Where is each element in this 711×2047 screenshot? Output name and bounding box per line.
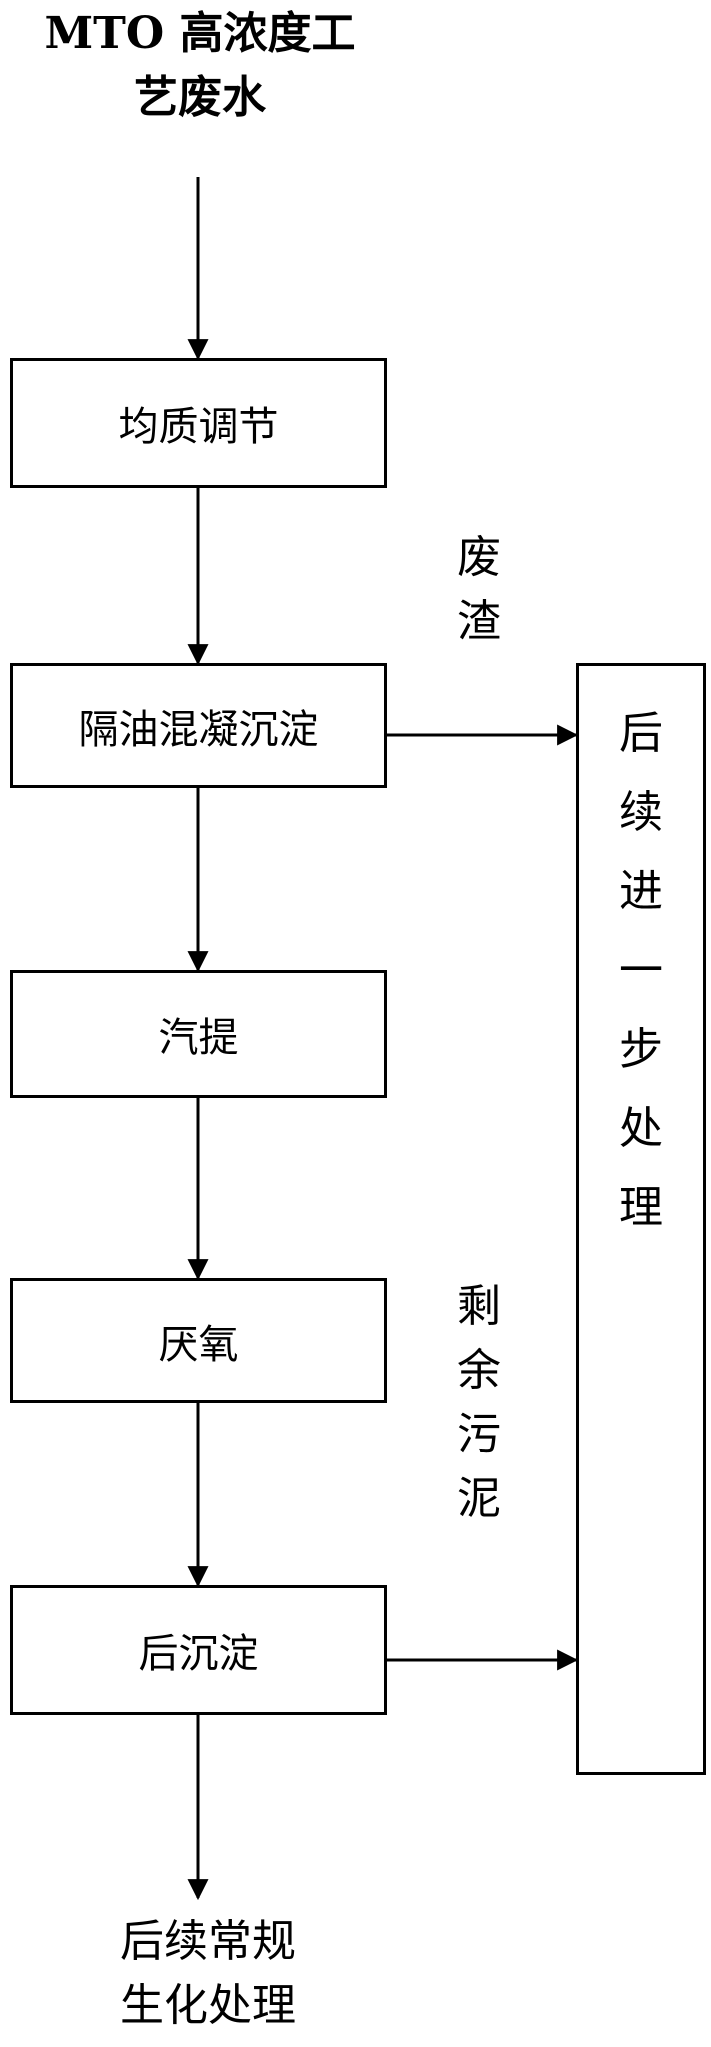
- source-label-line1: MTO 高浓度工: [44, 8, 356, 59]
- output-label: 后续常规 生化处理: [58, 1910, 358, 2038]
- side-process-char: 进: [619, 866, 663, 917]
- step-homogenize-box: 均质调节: [10, 358, 387, 488]
- side-process-char: 一: [619, 945, 663, 996]
- side-process-char: 理: [619, 1182, 663, 1233]
- step-anaerobic-label: 厌氧: [158, 1321, 239, 1368]
- step-settling-box: 后沉淀: [10, 1585, 387, 1715]
- step-separation-box: 隔油混凝沉淀: [10, 663, 387, 788]
- step-homogenize-label: 均质调节: [118, 404, 279, 450]
- side-process-char: 续: [619, 787, 663, 838]
- step-separation-label: 隔油混凝沉淀: [78, 706, 319, 753]
- side-label-excess-sludge-char: 余: [457, 1345, 501, 1396]
- output-label-line1: 后续常规: [120, 1916, 296, 1967]
- side-label-excess-sludge-char: 污: [457, 1409, 501, 1460]
- side-label-waste-residue: 废 渣: [449, 526, 509, 654]
- step-stripping-label: 汽提: [158, 1015, 239, 1061]
- side-label-waste-residue-char: 废: [457, 532, 501, 583]
- source-label-line2: 艺废水: [134, 72, 266, 123]
- side-process-char: 步: [619, 1024, 663, 1075]
- side-label-excess-sludge-char: 泥: [457, 1473, 501, 1524]
- step-anaerobic-box: 厌氧: [10, 1278, 387, 1403]
- side-label-excess-sludge: 剩 余 污 泥: [449, 1275, 509, 1531]
- step-stripping-box: 汽提: [10, 970, 387, 1098]
- source-label: MTO 高浓度工 艺废水: [10, 2, 390, 130]
- side-process-char: 后: [619, 708, 663, 759]
- side-label-waste-residue-char: 渣: [457, 596, 501, 647]
- output-label-line2: 生化处理: [120, 1980, 296, 2031]
- side-process-box: 后 续 进 一 步 处 理: [576, 663, 706, 1775]
- step-settling-label: 后沉淀: [138, 1631, 259, 1677]
- side-process-text: 后 续 进 一 步 处 理: [611, 694, 671, 1247]
- side-process-char: 处: [619, 1103, 663, 1154]
- side-label-excess-sludge-char: 剩: [457, 1281, 501, 1332]
